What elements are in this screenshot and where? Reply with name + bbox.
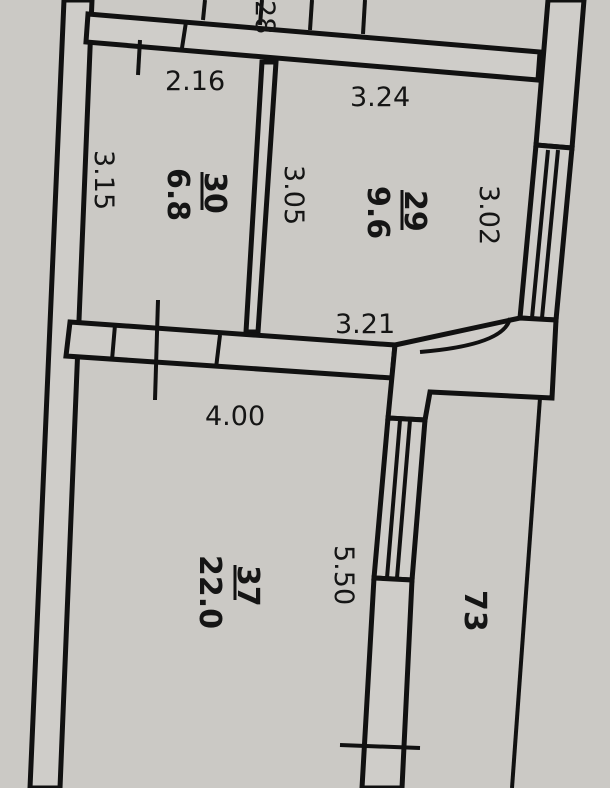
tick-mark xyxy=(339,743,421,750)
top-partition xyxy=(201,0,207,21)
outer-left-wall xyxy=(27,0,95,788)
window-line xyxy=(385,419,402,579)
dimension-321: 3.21 xyxy=(335,309,395,340)
window-line xyxy=(395,419,412,579)
dimension-tick xyxy=(153,299,160,401)
top-wall-joint xyxy=(180,21,188,49)
dimension-tick xyxy=(136,39,142,76)
dimension-550: 5.50 xyxy=(328,545,359,605)
window-line xyxy=(530,149,550,319)
balcony-edge xyxy=(510,397,542,788)
top-wall xyxy=(83,11,543,83)
dimension-324: 3.24 xyxy=(350,82,410,113)
dimension-216: 2.16 xyxy=(165,66,225,97)
partition-30-29 xyxy=(243,59,279,335)
door-jamb xyxy=(214,334,222,369)
top-partition xyxy=(258,0,264,26)
top-cut-label: 28 xyxy=(249,0,280,34)
top-partition xyxy=(308,0,314,31)
room-area: 22.0 xyxy=(192,555,227,629)
door-jamb xyxy=(110,324,117,361)
top-partition xyxy=(361,0,367,35)
window-line xyxy=(540,149,560,319)
room-30-label: 30 6.8 xyxy=(160,168,232,221)
dimension-302: 3.02 xyxy=(473,185,504,245)
room-area: 6.8 xyxy=(160,168,195,221)
room-29-label: 29 9.6 xyxy=(360,186,432,239)
room-37-label: 37 22.0 xyxy=(192,555,265,629)
room-area: 9.6 xyxy=(360,186,395,239)
balcony-number: 73 xyxy=(457,590,492,632)
dimension-305: 3.05 xyxy=(278,165,309,225)
dimension-315: 3.15 xyxy=(88,150,119,210)
right-wall-lower xyxy=(359,575,415,788)
dimension-400: 4.00 xyxy=(205,401,265,432)
corner-curve xyxy=(419,317,512,354)
